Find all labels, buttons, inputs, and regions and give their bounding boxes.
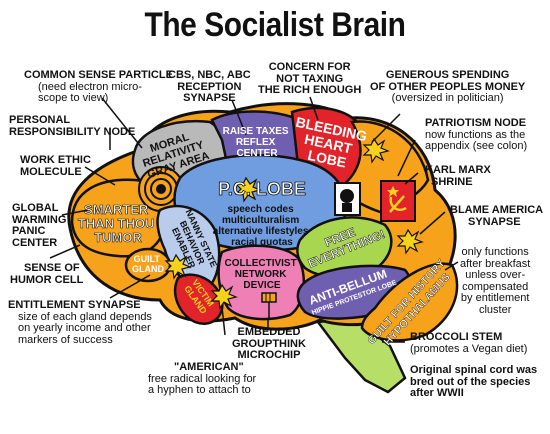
caption-personal-responsibility: PERSONAL RESPONSIBILITY NODE — [9, 114, 136, 138]
caption-karl-marx: KARL MARX SHRINE — [425, 164, 491, 188]
caption-microchip: EMBEDDED GROUPTHINK MICROCHIP — [232, 326, 306, 361]
caption-common-sense: COMMON SENSE PARTICLE (need electron mic… — [24, 69, 173, 104]
caption-generous: GENEROUS SPENDING OF OTHER PEOPLES MONEY… — [370, 69, 526, 104]
pointer-lines — [49, 96, 459, 343]
caption-humor-cell: SENSE OF HUMOR CELL — [10, 262, 84, 286]
caption-only-functions: only functions after breakfast unless ov… — [460, 246, 531, 316]
page-title: The Socialist Brain — [144, 6, 406, 44]
gland-guilt-label: GUILT GLAND — [132, 254, 164, 274]
caption-entitlement: ENTITLEMENT SYNAPSE size of each gland d… — [8, 299, 152, 346]
lobe-pc-title: P.C. LOBE — [218, 179, 306, 199]
caption-cbs: CBS, NBC, ABC RECEPTION SYNAPSE — [168, 69, 251, 104]
synapse-stars — [164, 137, 424, 310]
lobe-raise-taxes-label: RAISE TAXES REFLEX CENTER — [223, 126, 292, 159]
lobe-guilt-history — [360, 262, 459, 342]
lobe-pc-lines: speech codes multiculturalism alternativ… — [213, 204, 311, 248]
gland-victim — [173, 273, 224, 325]
caption-work-ethic: WORK ETHIC MOLECULE — [20, 154, 91, 178]
caption-patriotism: PATRIOTISM NODE now functions as the app… — [425, 117, 528, 152]
hammer-sickle-icon — [380, 180, 416, 222]
lobe-smarter-label: SMARTER THAN THOU TUMOR — [78, 202, 158, 245]
caption-blame-america: BLAME AMERICA SYNAPSE — [450, 204, 544, 228]
caption-broccoli: BROCCOLI STEM (promotes a Vegan diet) — [410, 331, 528, 355]
microchip-icon — [261, 292, 277, 318]
caption-global-warming: GLOBAL WARMING PANIC CENTER — [12, 202, 67, 249]
karl-marx-shrine — [334, 182, 361, 216]
caption-spinal: Original spinal cord was bred out of the… — [410, 364, 538, 399]
caption-concern: CONCERN FOR NOT TAXING THE RICH ENOUGH — [258, 61, 362, 96]
caption-american: "AMERICAN" free radical looking for a hy… — [148, 361, 257, 396]
lobe-collectivist-label: COLLECTIVIST NETWORK DEVICE — [224, 258, 299, 291]
